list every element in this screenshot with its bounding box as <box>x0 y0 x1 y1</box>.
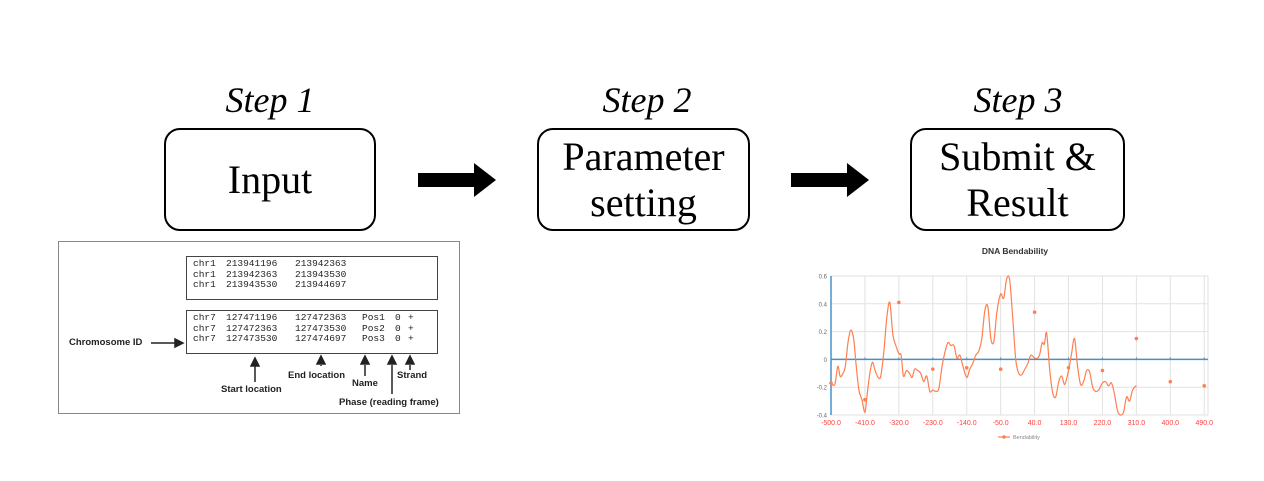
data-point <box>998 367 1003 371</box>
data-point <box>863 397 867 402</box>
cell: 127473530 <box>295 322 347 334</box>
step-2-box: Parameter setting <box>537 128 750 231</box>
step-1-label: Step 1 <box>225 80 315 120</box>
data-point <box>1066 365 1071 370</box>
data-point <box>1202 384 1207 388</box>
x-tick-label: -230.0 <box>923 420 943 427</box>
x-tick-label: 40.0 <box>1028 420 1042 427</box>
data-point <box>1032 310 1037 314</box>
cell: 213942363 <box>295 258 347 269</box>
cell: 127471196 <box>226 312 278 323</box>
cell: 0 <box>395 322 401 334</box>
y-tick-label: 0.2 <box>819 330 828 336</box>
bed6-row: chr7 127471196 127472363 Pos1 0 + <box>193 312 431 324</box>
step-2-line-1: Parameter <box>562 133 725 179</box>
step-2-text: Parameter setting <box>562 134 724 226</box>
x-tick-label: 310.0 <box>1128 420 1146 427</box>
cell: Pos3 <box>362 333 385 344</box>
cell: chr1 <box>193 268 216 280</box>
cell: + <box>408 333 414 344</box>
bed6-row: chr7 127473530 127474697 Pos3 0 + <box>193 333 431 345</box>
x-tick-label: 130.0 <box>1060 420 1078 427</box>
x-tick-label: -50.0 <box>993 420 1009 427</box>
right-arrow-icon <box>791 163 869 197</box>
cell: 127474697 <box>295 333 347 344</box>
cell: Pos1 <box>362 312 385 323</box>
data-point <box>897 300 901 305</box>
step-3-line-2: Result <box>966 179 1069 225</box>
data-point <box>930 367 935 371</box>
data-point <box>1134 336 1139 341</box>
cell: chr1 <box>193 279 216 290</box>
cell: 0 <box>395 312 401 323</box>
x-tick-label: 400.0 <box>1162 420 1180 427</box>
y-tick-label: 0.6 <box>819 275 828 281</box>
right-arrow-icon <box>418 163 496 197</box>
x-tick-label: 220.0 <box>1094 420 1112 427</box>
data-point <box>1100 368 1105 373</box>
data-point <box>964 365 969 370</box>
data-point <box>829 381 833 385</box>
strand-label: Strand <box>397 370 428 381</box>
step-3-box: Submit & Result <box>910 128 1125 231</box>
y-tick-label: -0.2 <box>817 386 828 392</box>
start-location-label: Start location <box>221 384 282 395</box>
y-tick-label: 0.4 <box>819 302 828 308</box>
cell: 127473530 <box>226 333 278 344</box>
x-tick-label: -320.0 <box>889 420 909 427</box>
step-3-label: Step 3 <box>973 80 1063 120</box>
bed3-row: chr1 213943530 213944697 <box>193 279 431 291</box>
cell: 213943530 <box>226 279 278 290</box>
chart-canvas: 0.6 0.4 0.2 0 -0.2 -0.4-500.0 -410.0 -320.0 -230… <box>817 275 1213 442</box>
step-3-text: Submit & Result <box>939 134 1096 226</box>
legend-marker-icon <box>1002 435 1006 439</box>
name-label: Name <box>352 378 378 389</box>
cell: chr7 <box>193 333 216 344</box>
y-tick-label: -0.4 <box>817 414 828 420</box>
bed6-row: chr7 127472363 127473530 Pos2 0 + <box>193 322 431 335</box>
cell: + <box>408 312 414 323</box>
end-location-label: End location <box>288 370 345 381</box>
cell: chr7 <box>193 312 216 323</box>
cell: chr1 <box>193 258 216 269</box>
step-1-line-1: Input <box>227 156 313 202</box>
legend-label: Bendability <box>1013 435 1040 441</box>
step-3-line-1: Submit & <box>939 133 1096 179</box>
data-point <box>1168 379 1173 384</box>
bed3-row: chr1 213942363 213943530 <box>193 268 431 281</box>
step-2-line-2: setting <box>590 179 697 225</box>
annotation-arrows <box>151 337 416 394</box>
cell: 127472363 <box>295 312 347 323</box>
series-line-bendability <box>830 275 1137 416</box>
cell: chr7 <box>193 322 216 334</box>
bendability-chart: DNA Bendability 0.6 0.4 0.2 0 -0.2 -0.4-500.0… <box>810 240 1220 445</box>
cell: Pos2 <box>362 322 385 334</box>
y-tick-label: 0 <box>824 358 828 364</box>
chromosome-id-label: Chromosome ID <box>69 337 143 348</box>
x-tick-label: 490.0 <box>1195 420 1213 427</box>
bed3-row: chr1 213941196 213942363 <box>193 258 431 270</box>
cell: 213943530 <box>295 268 347 280</box>
step-1-box: Input <box>164 128 376 231</box>
x-tick-label: -500.0 <box>821 420 841 427</box>
cell: 213942363 <box>226 268 278 280</box>
phase-label: Phase (reading frame) <box>339 397 439 408</box>
cell: 127472363 <box>226 322 278 334</box>
cell: 0 <box>395 333 401 344</box>
step-1-text: Input <box>228 157 312 203</box>
step-2-label: Step 2 <box>602 80 692 120</box>
chart-title: DNA Bendability <box>981 246 1049 256</box>
x-tick-label: -140.0 <box>957 420 977 427</box>
cell: 213941196 <box>226 258 278 269</box>
cell: 213944697 <box>295 279 347 290</box>
x-tick-label: -410.0 <box>855 420 875 427</box>
cell: + <box>408 322 414 334</box>
